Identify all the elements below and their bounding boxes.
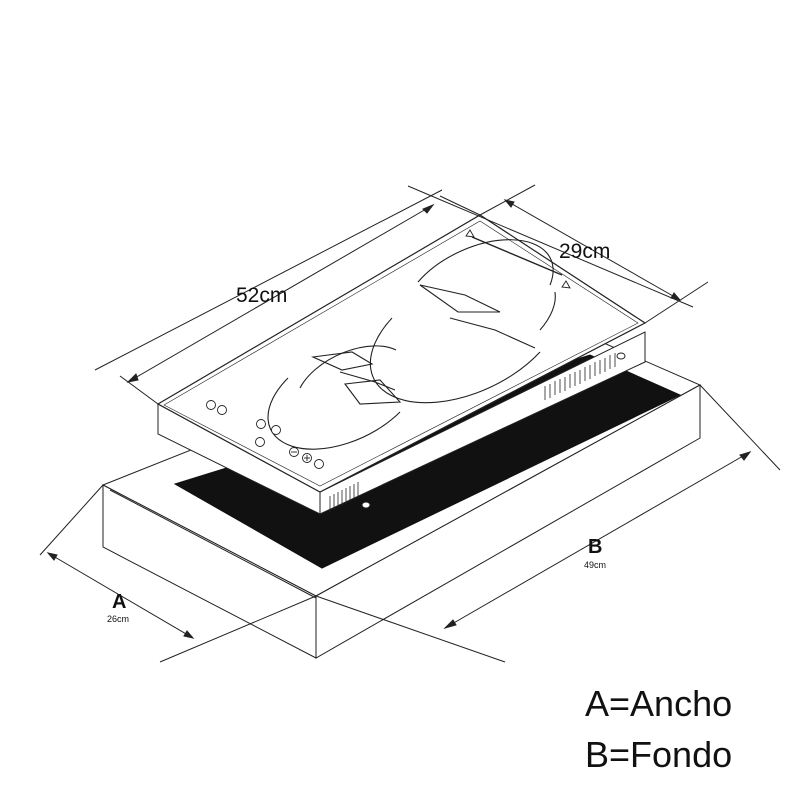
- vent-grille-side: [544, 353, 616, 400]
- label-b-value: 49cm: [584, 560, 606, 570]
- burner-back: [369, 239, 556, 404]
- dimension-line-b: [315, 384, 781, 663]
- vent-grille-front: [329, 482, 359, 512]
- legend-depth: B=Fondo: [585, 734, 733, 775]
- warning-triangle-icon: [465, 229, 475, 238]
- slider-button-icon[interactable]: [314, 459, 324, 469]
- legend-width: A=Ancho: [585, 683, 733, 724]
- power-button-icon[interactable]: [206, 400, 216, 410]
- touch-controls: [206, 400, 324, 469]
- cooktop: [156, 214, 647, 515]
- label-b-letter: B: [588, 536, 602, 558]
- dimension-line-a: [39, 484, 317, 663]
- burner-front: [267, 345, 402, 450]
- dimension-line-52cm: [94, 189, 481, 405]
- lock-button-icon[interactable]: [217, 405, 227, 415]
- zone-select-button-icon[interactable]: [271, 425, 281, 435]
- warning-triangle-icon: [561, 280, 571, 289]
- dimension-line-29cm: [407, 184, 709, 324]
- label-depth: 29cm: [559, 240, 610, 263]
- timer-button-icon[interactable]: [256, 419, 266, 429]
- label-a-value: 26cm: [107, 614, 129, 624]
- label-a-letter: A: [112, 591, 126, 613]
- label-length: 52cm: [236, 284, 287, 307]
- zone-select-button-icon[interactable]: [255, 437, 265, 447]
